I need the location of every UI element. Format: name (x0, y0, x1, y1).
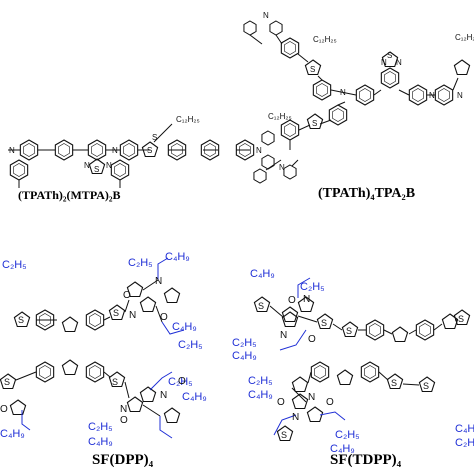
alkyl-label: C₂H₅ (455, 437, 474, 449)
atom-label-s: S (4, 377, 10, 387)
alkyl-label: C₄H₉ (0, 428, 25, 440)
atom-label-n: N (155, 276, 162, 287)
atom-label-n: N (129, 310, 136, 321)
atom-label-n: N (303, 294, 310, 305)
alkyl-chain-label: C₁₂H₂₅ (313, 35, 337, 44)
atom-label-n: N (292, 412, 299, 423)
alkyl-label: C₄H₉ (330, 443, 355, 455)
atom-label-s: S (281, 430, 287, 440)
molecule-skeleton (243, 20, 471, 184)
atom-label-n: N (381, 58, 387, 67)
atom-label-o: O (178, 376, 186, 387)
atom-label-o: O (288, 295, 296, 306)
alkyl-label: C₂H₅ (335, 429, 360, 441)
atom-label-o: O (326, 397, 334, 408)
atom-label-s: S (152, 133, 157, 142)
atom-label-n: N (84, 161, 90, 170)
atom-label-n: N (396, 58, 402, 67)
alkyl-label: C₄H₉ (232, 350, 257, 362)
atom-label-s: S (458, 314, 464, 324)
atom-label-s: S (310, 65, 315, 74)
atom-label-s: S (391, 378, 397, 388)
alkyl-label: C₂H₅ (2, 259, 27, 271)
atom-label-s: S (312, 119, 317, 128)
atom-label-n: N (279, 163, 285, 172)
atom-label-n: N (112, 146, 118, 155)
alkyl-chain-label: C₁₂H₂₅ (268, 112, 292, 121)
alkyl-label: C₂H₅ (128, 257, 153, 269)
alkyl-label: C₂H₅ (248, 375, 273, 387)
atom-label-n: N (120, 404, 127, 415)
alkyl-label: C₂H₅ (168, 376, 193, 388)
dpp-core-upper (126, 281, 157, 313)
caption-sf-dpp4: SF(DPP)₄ (92, 452, 154, 468)
alkyl-label: C₂H₅ (300, 281, 325, 293)
panel-tpath4-tpa2-b: C₁₂H₂₅ C₁₂H₂₅ C₁₂H₂₅ N N N N N S N N S S (243, 11, 474, 184)
atom-label-n: N (457, 91, 463, 100)
atom-label-o: O (277, 397, 285, 408)
atom-label-o: O (0, 404, 8, 415)
atom-label-n: N (429, 91, 435, 100)
atom-label-n: N (263, 11, 269, 20)
atom-label-n: N (106, 161, 112, 170)
atom-label-n: N (308, 392, 315, 403)
atom-label-n: N (9, 146, 15, 155)
panel-tpath2-mtpa2-b: C₁₂H₂₅ N S N N S N S N (8, 115, 275, 188)
atom-label-n: N (340, 88, 346, 97)
atom-label-s: S (387, 51, 392, 60)
atom-label-s: S (94, 165, 99, 174)
alkyl-label: C₄H₉ (248, 389, 273, 401)
atom-label-s: S (346, 326, 352, 336)
caption-sf-tdpp4: SF(TDPP)₄ (330, 452, 402, 468)
atom-label-o: O (160, 312, 168, 323)
atom-label-s: S (258, 301, 264, 311)
atom-label-s: S (321, 318, 327, 328)
atom-label-n: N (280, 330, 287, 341)
alkyl-label: C₂H₅ (232, 337, 257, 349)
atom-label-o: O (123, 290, 131, 301)
caption-tpath2-mtpa2-b: (TPATh)₂(MTPA)₂B (18, 188, 121, 202)
alkyl-label: C₄H₉ (172, 321, 197, 333)
atom-label-n: N (256, 146, 262, 155)
atom-label-s: S (147, 146, 152, 155)
alkyl-label: C₄H₉ (88, 436, 113, 448)
caption-tpath4-tpa2-b: (TPATh)₄TPA₂B (318, 186, 416, 201)
atom-label-s: S (18, 315, 24, 325)
panel-sf-dpp4: C₂H₅ C₄H₉ C₂H₅ C₄H₉ C₂H₅ C₄H₉ C₂H₅ C₄H₉ … (0, 251, 207, 448)
panel-sf-tdpp4: C₄H₉ C₂H₅ C₂H₅ C₄H₉ C₂H₅ C₄H₉ C₂H₅ C₄H₉ … (232, 268, 474, 455)
alkyl-label: C₂H₅ (88, 421, 113, 433)
alkyl-label: C₂H₅ (178, 339, 203, 351)
alkyl-label: C₄H₉ (250, 268, 275, 280)
alkyl-chain-label: C₁₂H₂₅ (455, 33, 474, 42)
atom-label-o: O (308, 334, 316, 345)
alkyl-label: C₄H₉ (182, 391, 207, 403)
molecule-skeleton (8, 123, 275, 188)
molecule-skeleton (0, 257, 185, 439)
atom-label-o: O (120, 415, 128, 426)
atom-label-s: S (423, 381, 429, 391)
molecule-skeleton (253, 277, 471, 442)
atom-label-n: N (160, 390, 167, 401)
alkyl-label: C₄H₉ (165, 251, 190, 263)
alkyl-label: C₄H₉ (455, 423, 474, 435)
atom-label-s: S (113, 308, 119, 318)
alkyl-chain-label: C₁₂H₂₅ (176, 115, 200, 124)
atom-label-s: S (112, 377, 118, 387)
dpp-core-lower (126, 386, 157, 413)
